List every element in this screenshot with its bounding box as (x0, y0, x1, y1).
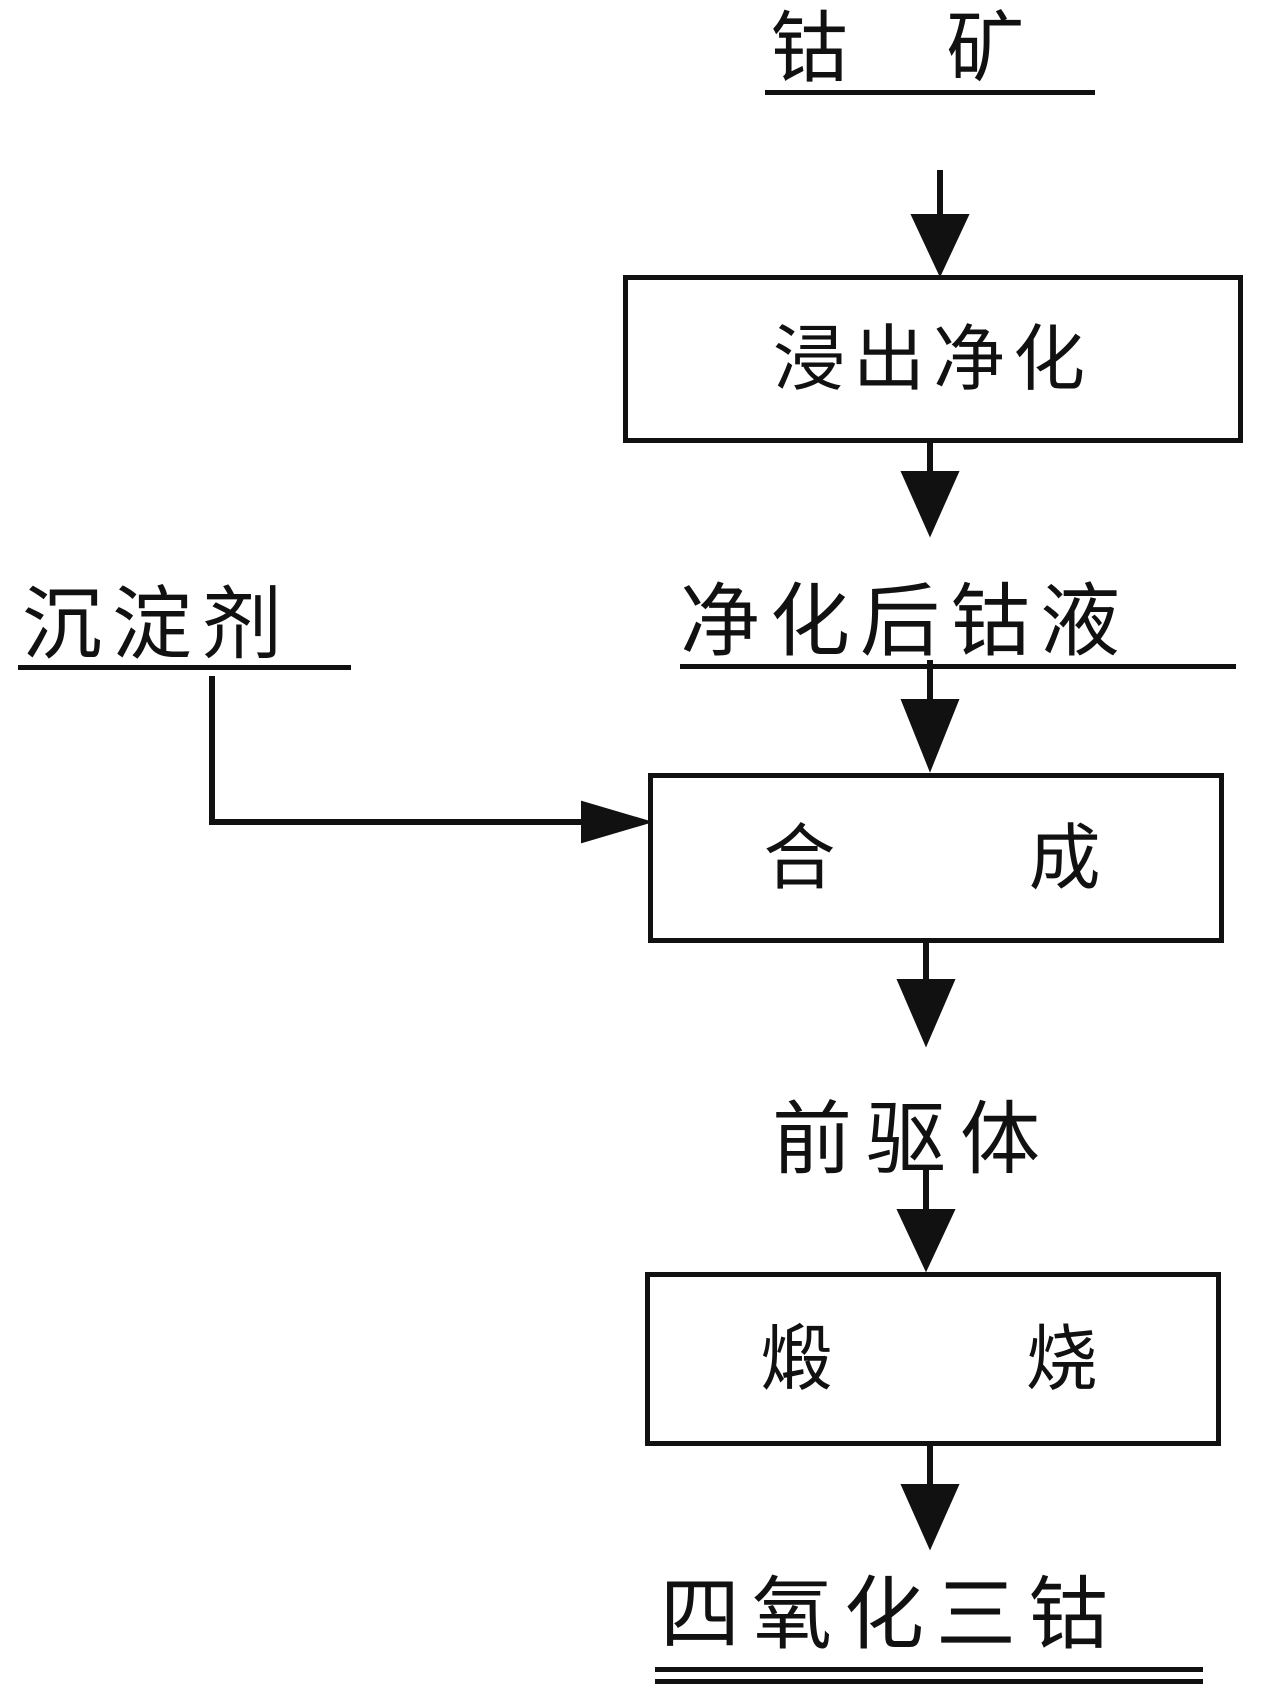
purified-solution-label: 净化后钴液 (680, 575, 1130, 668)
cobalt-ore-label: 钴 矿 (770, 4, 1031, 94)
synthesis-box: 合 成 (648, 773, 1224, 943)
leach-purify-box: 浸出净化 (623, 275, 1243, 443)
cobalt-ore-underline (765, 90, 1095, 95)
precipitant-label: 沉淀剂 (22, 578, 292, 671)
product-label: 四氧化三钴 (660, 1568, 1120, 1661)
arrow-precipitant-to-synthesis-shaft (209, 676, 590, 825)
calcination-box: 煅 烧 (645, 1272, 1221, 1446)
arrow-precursor-to-calcination-head (896, 1209, 956, 1273)
precipitant-underline (18, 665, 351, 670)
product-underline-1 (655, 1667, 1203, 1672)
precursor-label: 前驱体 (772, 1093, 1054, 1186)
arrow-solution-to-synthesis-head (900, 699, 960, 773)
calcination-label: 煅 烧 (760, 1317, 1106, 1401)
arrow-precipitant-to-synthesis-head (581, 800, 654, 844)
synthesis-label: 合 成 (763, 816, 1109, 900)
purified-solution-underline (680, 664, 1236, 669)
product-underline-2 (655, 1679, 1203, 1684)
leach-purify-label: 浸出净化 (772, 317, 1093, 401)
arrow-ore-to-leach-head (910, 214, 970, 278)
arrow-calcination-to-product-head (900, 1484, 960, 1551)
arrow-synthesis-to-precursor-head (896, 979, 956, 1048)
arrow-leach-to-solution-head (900, 471, 960, 538)
